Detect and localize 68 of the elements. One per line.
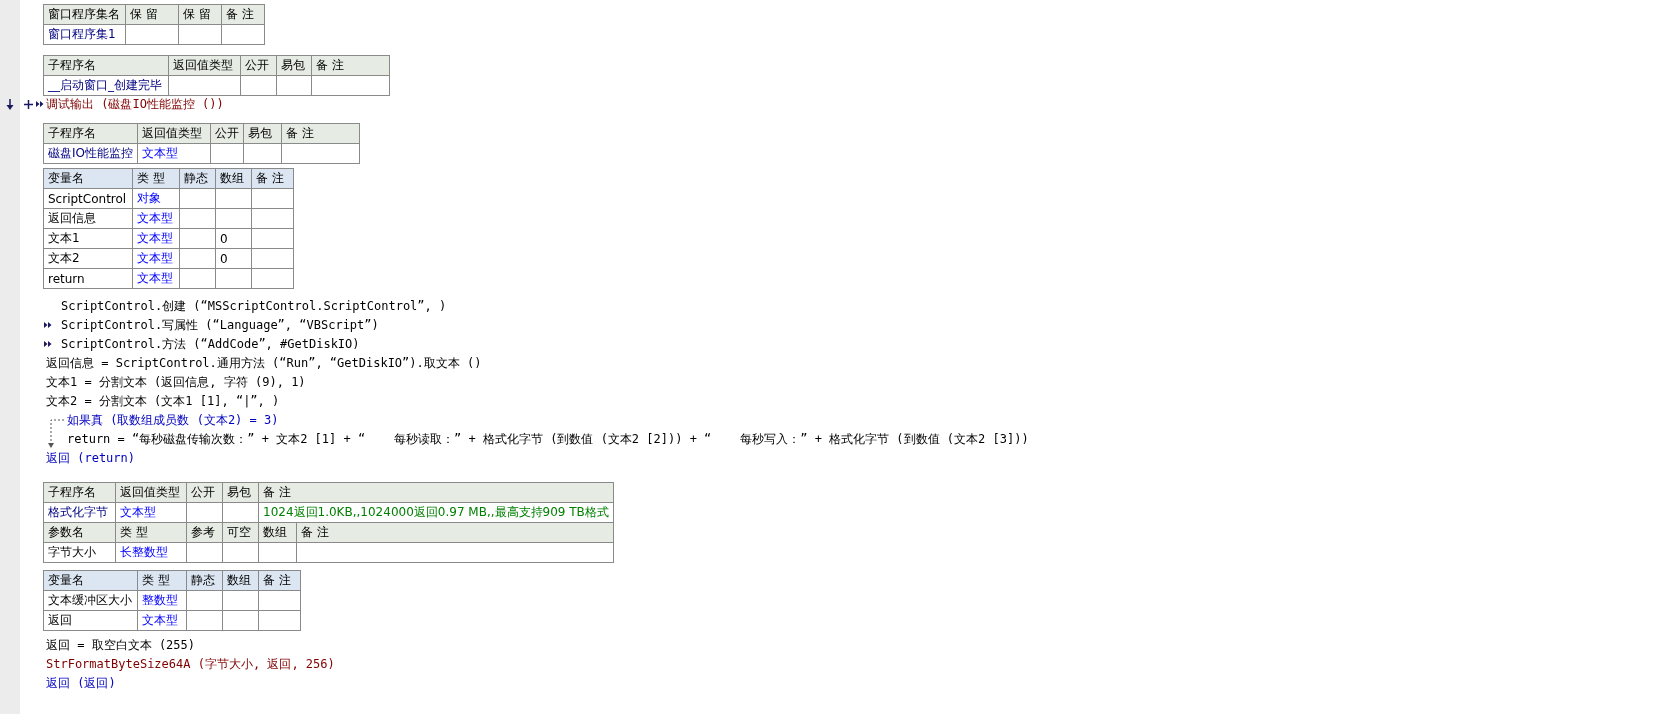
table-cell: 文本型 bbox=[132, 208, 180, 229]
table-cell: 0 bbox=[215, 228, 252, 249]
column-header: 易包 bbox=[243, 123, 282, 144]
table-cell: 整数型 bbox=[137, 590, 187, 611]
table-cell: 返回 bbox=[43, 610, 138, 631]
column-header: 保 留 bbox=[178, 4, 222, 25]
column-header: 备 注 bbox=[251, 168, 294, 189]
column-header: 保 留 bbox=[125, 4, 179, 25]
code-line: 返回 = 取空白文本 (255) bbox=[46, 637, 196, 654]
column-header: 易包 bbox=[222, 482, 259, 503]
code-line: 文本1 = 分割文本 (返回信息, 字符 (9), 1) bbox=[46, 374, 306, 391]
code-line: ScriptControl.方法 (“AddCode”, #GetDiskIO) bbox=[61, 336, 360, 353]
column-header: 类 型 bbox=[137, 570, 187, 591]
column-header: 备 注 bbox=[258, 482, 614, 503]
code-line: 文本2 = 分割文本 (文本1 [1], “|”, ) bbox=[46, 393, 280, 410]
column-header: 静态 bbox=[186, 570, 223, 591]
column-header: 返回值类型 bbox=[137, 123, 211, 144]
code-line: StrFormatByteSize64A (字节大小, 返回, 256) bbox=[46, 656, 335, 673]
remark-cell: 1024返回1.0KB,,1024000返回0.97 MB,,最高支持909 TB格式 bbox=[258, 502, 614, 523]
column-header: 子程序名 bbox=[43, 123, 138, 144]
table-cell: 文本1 bbox=[43, 228, 133, 249]
column-header: 备 注 bbox=[281, 123, 360, 144]
code-line: 返回 (返回) bbox=[46, 675, 116, 692]
column-header: 公开 bbox=[240, 55, 277, 76]
column-header: 备 注 bbox=[311, 55, 390, 76]
column-header: 类 型 bbox=[132, 168, 180, 189]
column-header: 公开 bbox=[186, 482, 223, 503]
table-cell: 磁盘IO性能监控 bbox=[43, 143, 138, 164]
table-cell: 长整数型 bbox=[115, 542, 187, 563]
table-cell: 返回信息 bbox=[43, 208, 133, 229]
table-cell: ScriptControl bbox=[43, 188, 133, 209]
column-header: 窗口程序集名 bbox=[43, 4, 126, 25]
code-line: ScriptControl.创建 (“MSScriptControl.ScriptControl”, ) bbox=[61, 298, 447, 315]
column-header: 备 注 bbox=[221, 4, 265, 25]
table-cell: 文本缓冲区大小 bbox=[43, 590, 138, 611]
column-header: 子程序名 bbox=[43, 55, 169, 76]
column-header: 子程序名 bbox=[43, 482, 116, 503]
table-cell: 文本型 bbox=[137, 610, 187, 631]
column-header: 备 注 bbox=[258, 570, 301, 591]
column-header: 返回值类型 bbox=[115, 482, 187, 503]
table-cell: 文本型 bbox=[132, 268, 180, 289]
table-cell: 格式化字节 bbox=[43, 502, 116, 523]
table-cell: 文本型 bbox=[115, 502, 187, 523]
column-header: 数组 bbox=[215, 168, 252, 189]
column-header: 变量名 bbox=[43, 570, 138, 591]
column-header: 静态 bbox=[179, 168, 216, 189]
table-cell: __启动窗口_创建完毕 bbox=[43, 75, 169, 96]
table-cell: 0 bbox=[215, 248, 252, 269]
code-line: return = “每秒磁盘传输次数：” + 文本2 [1] + “ 每秒读取：” + 格式化字节 (到数值 (文本2 [2])) + “ 每秒写入：” + 格式化字节 (到数值 (文本2 [3])) bbox=[67, 431, 1029, 448]
table-cell: 窗口程序集1 bbox=[43, 24, 126, 45]
column-header: 参数名 bbox=[43, 522, 116, 543]
table-cell: 字节大小 bbox=[43, 542, 116, 563]
table-cell: return bbox=[43, 268, 133, 289]
column-header: 公开 bbox=[210, 123, 244, 144]
code-line: 调试输出 (磁盘IO性能监控 ()) bbox=[46, 96, 224, 113]
column-header: 数组 bbox=[222, 570, 259, 591]
table-cell: 文本2 bbox=[43, 248, 133, 269]
table-cell: 文本型 bbox=[137, 143, 211, 164]
table-cell: 文本型 bbox=[132, 248, 180, 269]
column-header: 易包 bbox=[276, 55, 312, 76]
table-cell: 文本型 bbox=[132, 228, 180, 249]
code-line: ScriptControl.写属性 (“Language”, “VBScript”) bbox=[61, 317, 379, 334]
column-header: 变量名 bbox=[43, 168, 133, 189]
table-cell: 对象 bbox=[132, 188, 180, 209]
code-line: 如果真 (取数组成员数 (文本2) = 3) bbox=[67, 412, 279, 429]
code-line: 返回 (return) bbox=[46, 450, 136, 467]
code-line: 返回信息 = ScriptControl.通用方法 (“Run”, “GetDiskIO”).取文本 () bbox=[46, 355, 482, 372]
column-header: 返回值类型 bbox=[168, 55, 241, 76]
